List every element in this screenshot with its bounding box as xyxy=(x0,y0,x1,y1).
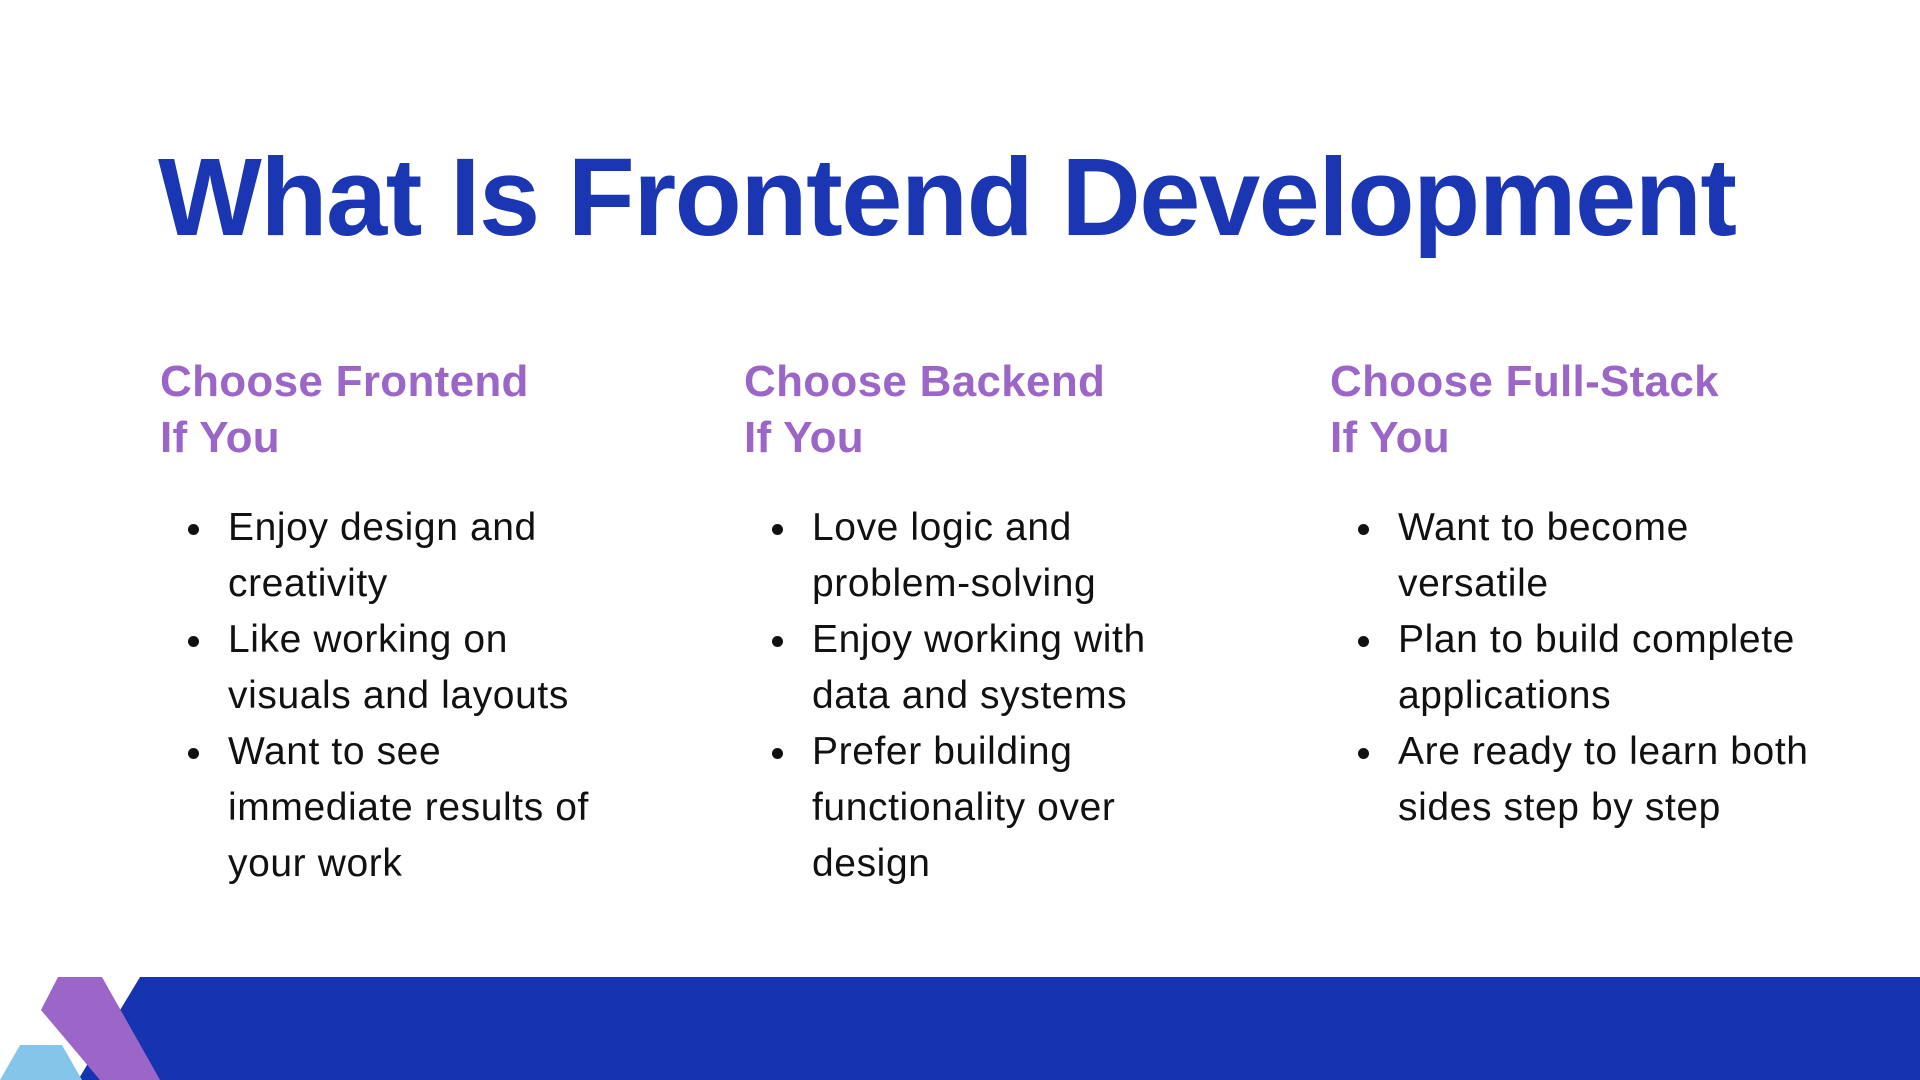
frontend-heading: Choose Frontend If You xyxy=(160,354,600,466)
backend-heading: Choose Backend If You xyxy=(744,354,1184,466)
bullet-icon xyxy=(772,524,783,535)
fullstack-list: Want to become versatile Plan to build c… xyxy=(1330,500,1830,836)
list-item: Are ready to learn both sides step by st… xyxy=(1358,724,1830,836)
list-item: Prefer building functionality over desig… xyxy=(772,724,1184,892)
list-item-text: Enjoy working with data and systems xyxy=(812,618,1146,717)
list-item: Want to see immediate results of your wo… xyxy=(188,724,600,892)
fullstack-column: Choose Full-Stack If You Want to become … xyxy=(1330,354,1830,836)
slide-title: What Is Frontend Development xyxy=(158,136,1737,259)
list-item-text: Want to become versatile xyxy=(1398,506,1689,605)
bullet-icon xyxy=(772,636,783,647)
list-item: Enjoy design and creativity xyxy=(188,500,600,612)
list-item: Like working on visuals and layouts xyxy=(188,612,600,724)
frontend-list: Enjoy design and creativity Like working… xyxy=(160,500,600,892)
backend-heading-line2: If You xyxy=(744,413,864,462)
bullet-icon xyxy=(188,748,199,759)
bullet-icon xyxy=(188,524,199,535)
list-item: Want to become versatile xyxy=(1358,500,1830,612)
bullet-icon xyxy=(1358,748,1369,759)
footer-decoration-band xyxy=(0,977,1920,1080)
fullstack-heading-line1: Choose Full-Stack xyxy=(1330,357,1719,406)
list-item-text: Enjoy design and creativity xyxy=(228,506,537,605)
list-item-text: Love logic and problem-solving xyxy=(812,506,1097,605)
backend-list: Love logic and problem-solving Enjoy wor… xyxy=(744,500,1184,892)
fullstack-heading-line2: If You xyxy=(1330,413,1450,462)
list-item-text: Want to see immediate results of your wo… xyxy=(228,730,589,885)
list-item-text: Like working on visuals and layouts xyxy=(228,618,569,717)
list-item-text: Prefer building functionality over desig… xyxy=(812,730,1116,885)
backend-column: Choose Backend If You Love logic and pro… xyxy=(744,354,1184,892)
frontend-heading-line2: If You xyxy=(160,413,280,462)
list-item: Love logic and problem-solving xyxy=(772,500,1184,612)
footer-purple-shape xyxy=(41,977,160,1080)
list-item: Enjoy working with data and systems xyxy=(772,612,1184,724)
bullet-icon xyxy=(1358,636,1369,647)
list-item-text: Are ready to learn both sides step by st… xyxy=(1398,730,1809,829)
bullet-icon xyxy=(1358,524,1369,535)
frontend-column: Choose Frontend If You Enjoy design and … xyxy=(160,354,600,892)
footer-dark-blue-band xyxy=(78,977,1920,1080)
fullstack-heading: Choose Full-Stack If You xyxy=(1330,354,1830,466)
bullet-icon xyxy=(188,636,199,647)
bullet-icon xyxy=(772,748,783,759)
list-item: Plan to build complete applications xyxy=(1358,612,1830,724)
frontend-heading-line1: Choose Frontend xyxy=(160,357,529,406)
footer-light-blue-shape xyxy=(0,1045,82,1080)
backend-heading-line1: Choose Backend xyxy=(744,357,1106,406)
list-item-text: Plan to build complete applications xyxy=(1398,618,1795,717)
